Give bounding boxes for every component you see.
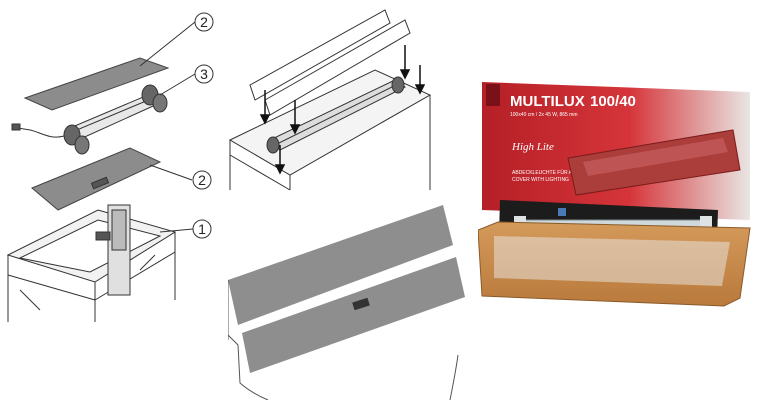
lid-feed-hatch — [352, 297, 370, 311]
exploded-view-illustration: 2 3 2 1 — [0, 0, 235, 330]
tank — [6, 204, 177, 322]
callout-label-cover-lower: 2 — [198, 172, 206, 188]
callout-label-cover-top: 2 — [200, 14, 208, 30]
mounting-view-illustration — [225, 5, 435, 195]
brand-logo-icon — [486, 84, 500, 106]
box-description-2: COVER WITH LIGHTING — [512, 177, 569, 183]
callout-label-light-unit: 3 — [200, 66, 208, 82]
raised-cover-front — [264, 19, 411, 116]
callout-marker-tank: 1 — [192, 219, 212, 239]
box-title: MULTILUX — [510, 93, 585, 110]
lid-panel-front — [242, 257, 465, 373]
raised-cover-back — [249, 9, 391, 101]
box-description-1: ABDECKLEUCHTE FÜR AQUARIUM — [512, 169, 596, 176]
callout-leader-tank — [159, 228, 194, 233]
callout-marker-cover-lower: 2 — [192, 170, 212, 190]
mounting-view-drawing — [228, 9, 432, 191]
box-size: 100/40 — [590, 93, 636, 110]
exploded-view-drawing: 2 3 2 1 — [6, 12, 214, 322]
top-cover-plate — [23, 57, 170, 111]
mounting-arrows — [259, 45, 426, 175]
callout-leader-cover-lower — [149, 164, 193, 181]
callout-leader-light-unit — [159, 73, 196, 96]
lid-closed-illustration — [227, 205, 465, 401]
lid-panel-back — [228, 205, 453, 325]
light-unit — [11, 84, 168, 155]
box-script-logo: High Lite — [511, 141, 554, 153]
callout-label-tank: 1 — [198, 221, 206, 237]
box-subtitle: 100x40 cm / 2x 45 W, 865 mm — [510, 112, 578, 118]
product-box-photo: MULTILUX 100/40 100x40 cm / 2x 45 W, 865… — [477, 70, 758, 310]
lid-closed-drawing — [227, 205, 465, 401]
callout-marker-light-unit: 3 — [194, 64, 214, 84]
product-box-drawing: MULTILUX 100/40 100x40 cm / 2x 45 W, 865… — [477, 82, 751, 307]
callout-marker-cover-top: 2 — [194, 12, 214, 32]
lower-cover-plate — [31, 147, 162, 211]
callout-leader-cover-top — [139, 21, 196, 67]
